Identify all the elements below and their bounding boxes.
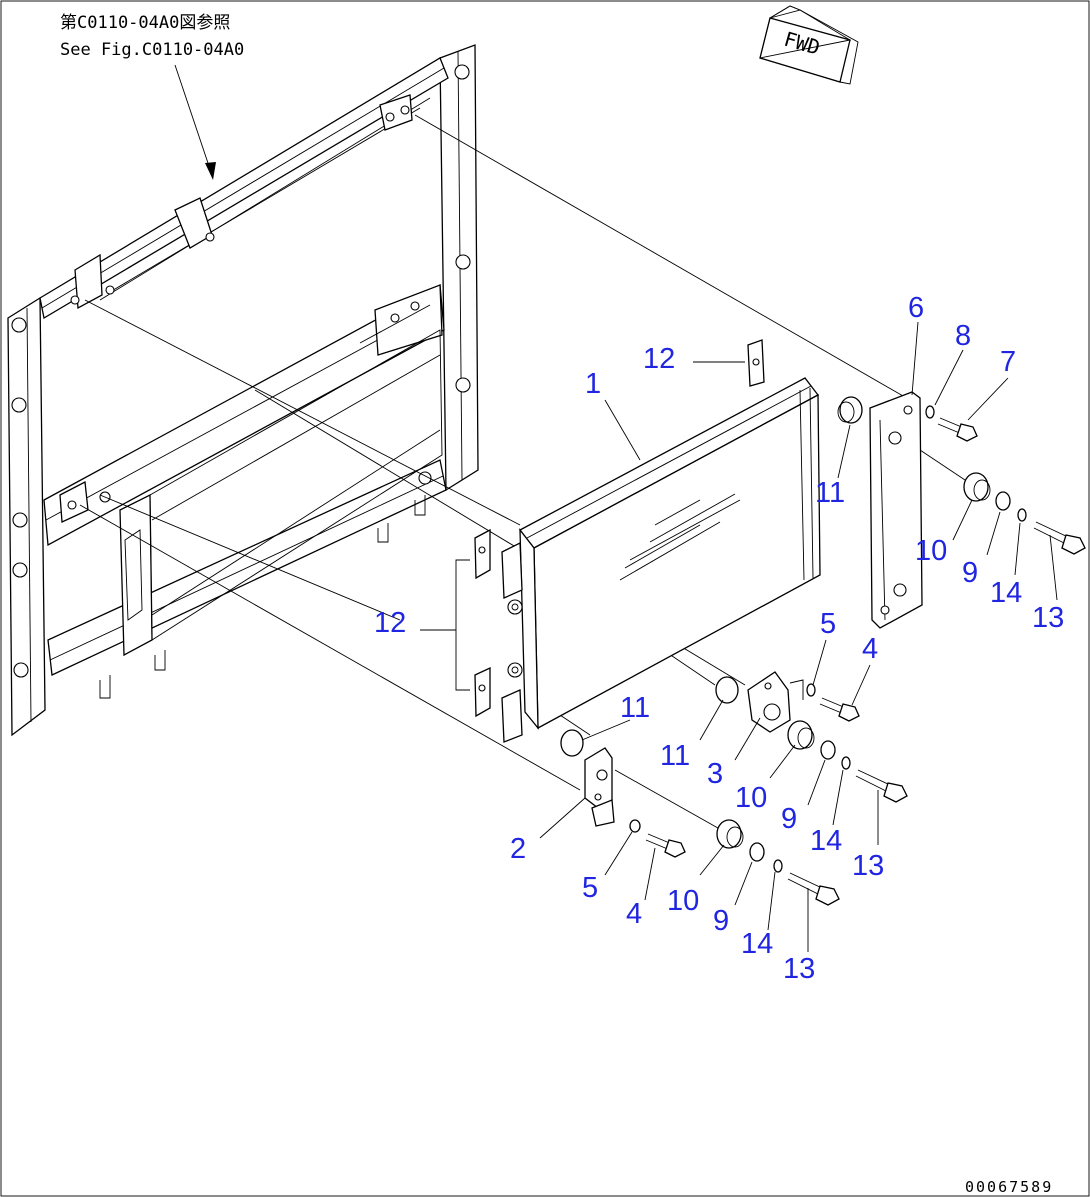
callout-11: 11 [815, 477, 845, 509]
callout-12: 12 [643, 343, 675, 375]
callout-4: 4 [862, 633, 878, 665]
callout-14: 14 [741, 928, 773, 960]
callout-6: 6 [908, 292, 924, 324]
callout-8: 8 [955, 320, 971, 352]
callout-11: 11 [620, 692, 650, 724]
reference-note-jp: 第C0110-04A0図参照 [60, 13, 230, 33]
callout-9: 9 [962, 557, 978, 589]
callout-5: 5 [820, 608, 836, 640]
drawing-number: 00067589 [965, 1178, 1053, 1196]
callout-9: 9 [781, 803, 797, 835]
assembly-lines [79, 114, 966, 833]
radiator-frame [7, 44, 479, 737]
callout-9: 9 [713, 905, 729, 937]
fwd-arrow-icon: FWD [759, 5, 859, 85]
callout-13: 13 [852, 850, 884, 882]
callout-14: 14 [810, 825, 842, 857]
callout-4: 4 [626, 898, 642, 930]
reference-arrow [174, 64, 216, 180]
callout-numbers: 1 2 3 4 4 5 5 6 7 8 9 9 9 10 10 10 11 11… [374, 292, 1064, 985]
callout-13: 13 [1032, 602, 1064, 634]
callout-7: 7 [1000, 346, 1016, 378]
reference-note-en: See Fig.C0110-04A0 [60, 40, 244, 60]
callout-10: 10 [915, 535, 947, 567]
callout-11: 11 [660, 740, 690, 772]
callout-2: 2 [510, 833, 526, 865]
callout-14: 14 [990, 577, 1022, 609]
fasteners [560, 396, 1086, 906]
callout-3: 3 [707, 758, 723, 790]
bracket-2 [584, 747, 615, 827]
bracket-3 [747, 671, 804, 733]
callout-5: 5 [582, 872, 598, 904]
callout-10: 10 [667, 885, 699, 917]
cooler-core [474, 339, 821, 743]
callout-12: 12 [374, 607, 406, 639]
callout-1: 1 [585, 368, 601, 400]
mount-plate-6 [869, 391, 923, 629]
callout-leaders [420, 321, 1058, 952]
callout-10: 10 [735, 782, 767, 814]
callout-13: 13 [783, 953, 815, 985]
